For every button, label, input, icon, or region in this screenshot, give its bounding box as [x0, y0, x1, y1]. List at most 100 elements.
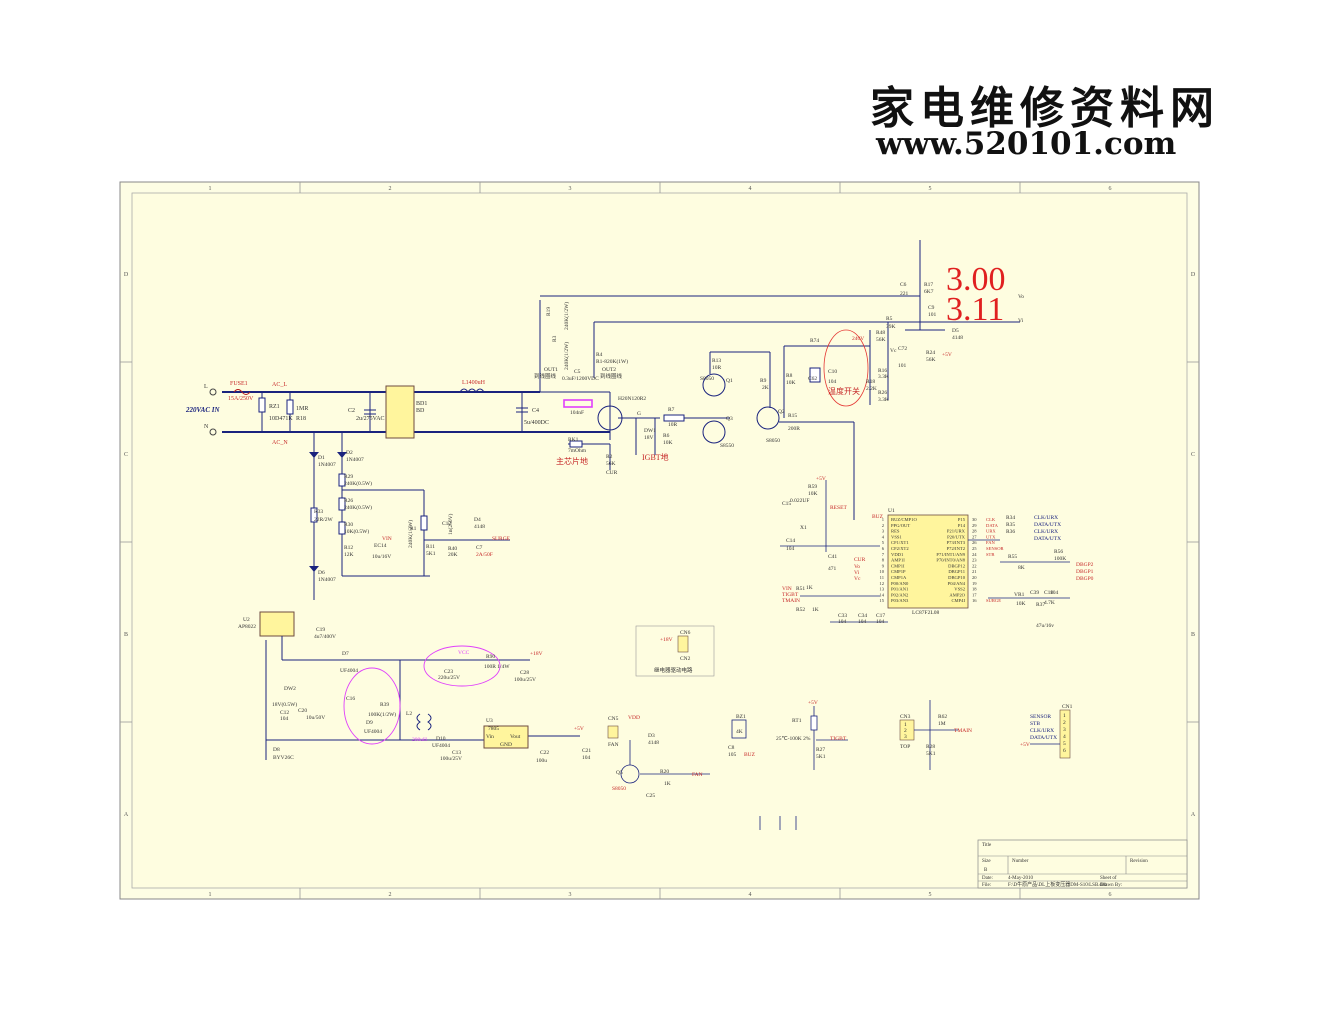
title-block: Title Size B Number Revision Date: 4-May…	[977, 839, 1188, 889]
mcu-right-pin-net: STB	[986, 552, 994, 557]
label-fan-net: FAN	[692, 772, 703, 778]
mcu-right-pin-name: P15	[958, 517, 966, 522]
label-r15-value: 200R	[788, 426, 800, 432]
label-u2-value: AP8022	[238, 624, 256, 630]
mcu-left-pin-name: BUZ/CMP1O	[891, 517, 917, 522]
label-c34: C34	[858, 613, 867, 619]
label-c22-value: 100u	[536, 758, 547, 764]
label-vc-net: Vc	[854, 576, 861, 582]
label-rk1: RK1	[568, 437, 579, 443]
mcu-right-pin-name: P21/URX	[947, 529, 966, 534]
mcu-right-pin-name: DBGP10	[948, 575, 966, 580]
file-value: F:\D牛原产品\DL上板变压器DM-S10\LSB.ddb	[1008, 881, 1108, 888]
label-out2: OUT2	[602, 367, 616, 373]
label-fuse: FUSE1	[230, 381, 248, 387]
size-value: B	[984, 868, 988, 873]
col-label: 1	[209, 892, 212, 898]
mcu-left-pin-number: 11	[880, 575, 885, 580]
date-label: Date:	[982, 876, 993, 881]
label-vo-net: Vo	[854, 564, 860, 570]
label-r15: R15	[788, 413, 797, 419]
label-c20: C20	[298, 708, 307, 714]
label-q5: Q5	[616, 770, 623, 776]
label-r11-value: 5K1	[426, 551, 436, 557]
label-d2: D2	[346, 450, 353, 456]
label-out1: OUT1	[544, 367, 558, 373]
row-label: C	[124, 452, 128, 458]
label-r30: R30	[344, 522, 353, 528]
mcu-right-pin-number: 24	[972, 552, 977, 557]
label-r34: R34	[1006, 515, 1015, 521]
label-fuse-value: 15A/250V	[228, 396, 254, 402]
label-c39-value: 47u/16v	[1036, 623, 1054, 629]
label-plus5-smps: +5V	[574, 726, 584, 732]
label-r28: R28	[926, 744, 935, 750]
label-c12: C12	[442, 521, 451, 527]
mains-input-section: L N 220VAC IN FUSE1 15A/250V RZ1 10D471K…	[185, 380, 610, 446]
label-d4: D4	[474, 517, 481, 523]
label-clk-urx-cn1: CLK/URX	[1030, 728, 1054, 734]
col-label: 6	[1109, 892, 1112, 898]
label-c21: C21	[582, 748, 591, 754]
label-q2: Q2	[778, 409, 785, 415]
mcu-left-pin-number: 9	[882, 563, 885, 568]
label-c62: C62	[808, 376, 817, 382]
mcu-left-pin-name: P00/AN0	[891, 581, 909, 586]
label-r90: R90	[486, 654, 495, 660]
label-bz1: BZ1	[736, 714, 746, 720]
mcu-right-pin-number: 16	[972, 598, 977, 603]
smps-section: U2 AP8022 C19 4u7/400V D7 UF4004 DW2 18V…	[238, 611, 591, 764]
label-r59-value: 10K	[808, 491, 818, 497]
mcu-right-pin-number: 29	[972, 523, 977, 528]
site-logo-url: www.520101.com	[876, 126, 1177, 162]
label-d10: D10	[436, 736, 446, 742]
mcu-left-pin-number: 3	[882, 529, 885, 534]
label-r48: R48	[876, 330, 885, 336]
label-r11: R11	[426, 544, 435, 550]
label-c21-value: 104	[582, 755, 591, 761]
igbt-power-stage: R19 R3 240K(1/2W) 240K(1/2W) OUT1 到线圈线 C…	[534, 295, 1020, 476]
label-r52: R52	[796, 607, 805, 613]
label-c6-value: 221	[900, 291, 909, 297]
mcu-left-pin-number: 15	[879, 598, 884, 603]
label-r59: R59	[808, 484, 817, 490]
label-vi: Vi	[1018, 318, 1024, 324]
label-r1-value: 240K(1/2W)	[407, 520, 414, 548]
mcu-left-pin-name: AMP1I	[891, 558, 905, 563]
label-fan-conn: FAN	[608, 742, 619, 748]
row-label: B	[124, 632, 128, 638]
mcu-section: BUZ/CMP1O1PPG/OUT2RES3VSS14CF1/XT15CF2/X…	[780, 476, 1094, 629]
label-c18: C18	[1044, 590, 1053, 596]
label-plus5-mcu: +5V	[816, 476, 826, 482]
label-data-utx-1: DATA/UTX	[1034, 522, 1061, 528]
mcu-right-pin-name: P73/INT3	[947, 540, 966, 545]
label-r2: R2	[606, 454, 613, 460]
label-c22: C22	[540, 750, 549, 756]
size-label: Size	[982, 859, 991, 864]
label-plus18-relay: +18V	[660, 637, 673, 643]
label-out2-cn: 到线圈线	[600, 372, 623, 380]
mcu-left-pin-number: 5	[882, 540, 885, 545]
label-r4: R4	[596, 352, 603, 358]
mcu-left-pin-number: 8	[882, 558, 885, 563]
sheet-label: Sheet of	[1100, 876, 1117, 881]
label-ec14: EC14	[374, 543, 387, 549]
label-r24-value: 56K	[926, 357, 936, 363]
mcu-left-pin-name: P03/AN3	[891, 598, 909, 603]
mcu-right-pin-number: 25	[972, 546, 977, 551]
label-d5-value: 4148	[952, 335, 963, 341]
label-c41: C41	[828, 554, 837, 560]
mcu-right-pin-number: 18	[972, 587, 977, 592]
label-d1: D1	[318, 455, 325, 461]
mcu-chip-body	[887, 514, 969, 609]
label-dw2: DW2	[284, 686, 296, 692]
label-r7-value: 10R	[668, 422, 678, 428]
label-igbt-ground: IGBT地	[642, 452, 669, 462]
col-label: 4	[749, 892, 752, 898]
mcu-left-pin-number: 7	[882, 552, 885, 557]
label-r62: R62	[938, 714, 947, 720]
number-label: Number	[1012, 859, 1029, 864]
label-c7-value: 2A/50F	[476, 552, 493, 558]
label-ec14-value: 10u/16V	[372, 554, 391, 560]
label-mcu-part: LC87F2L08	[912, 610, 939, 616]
